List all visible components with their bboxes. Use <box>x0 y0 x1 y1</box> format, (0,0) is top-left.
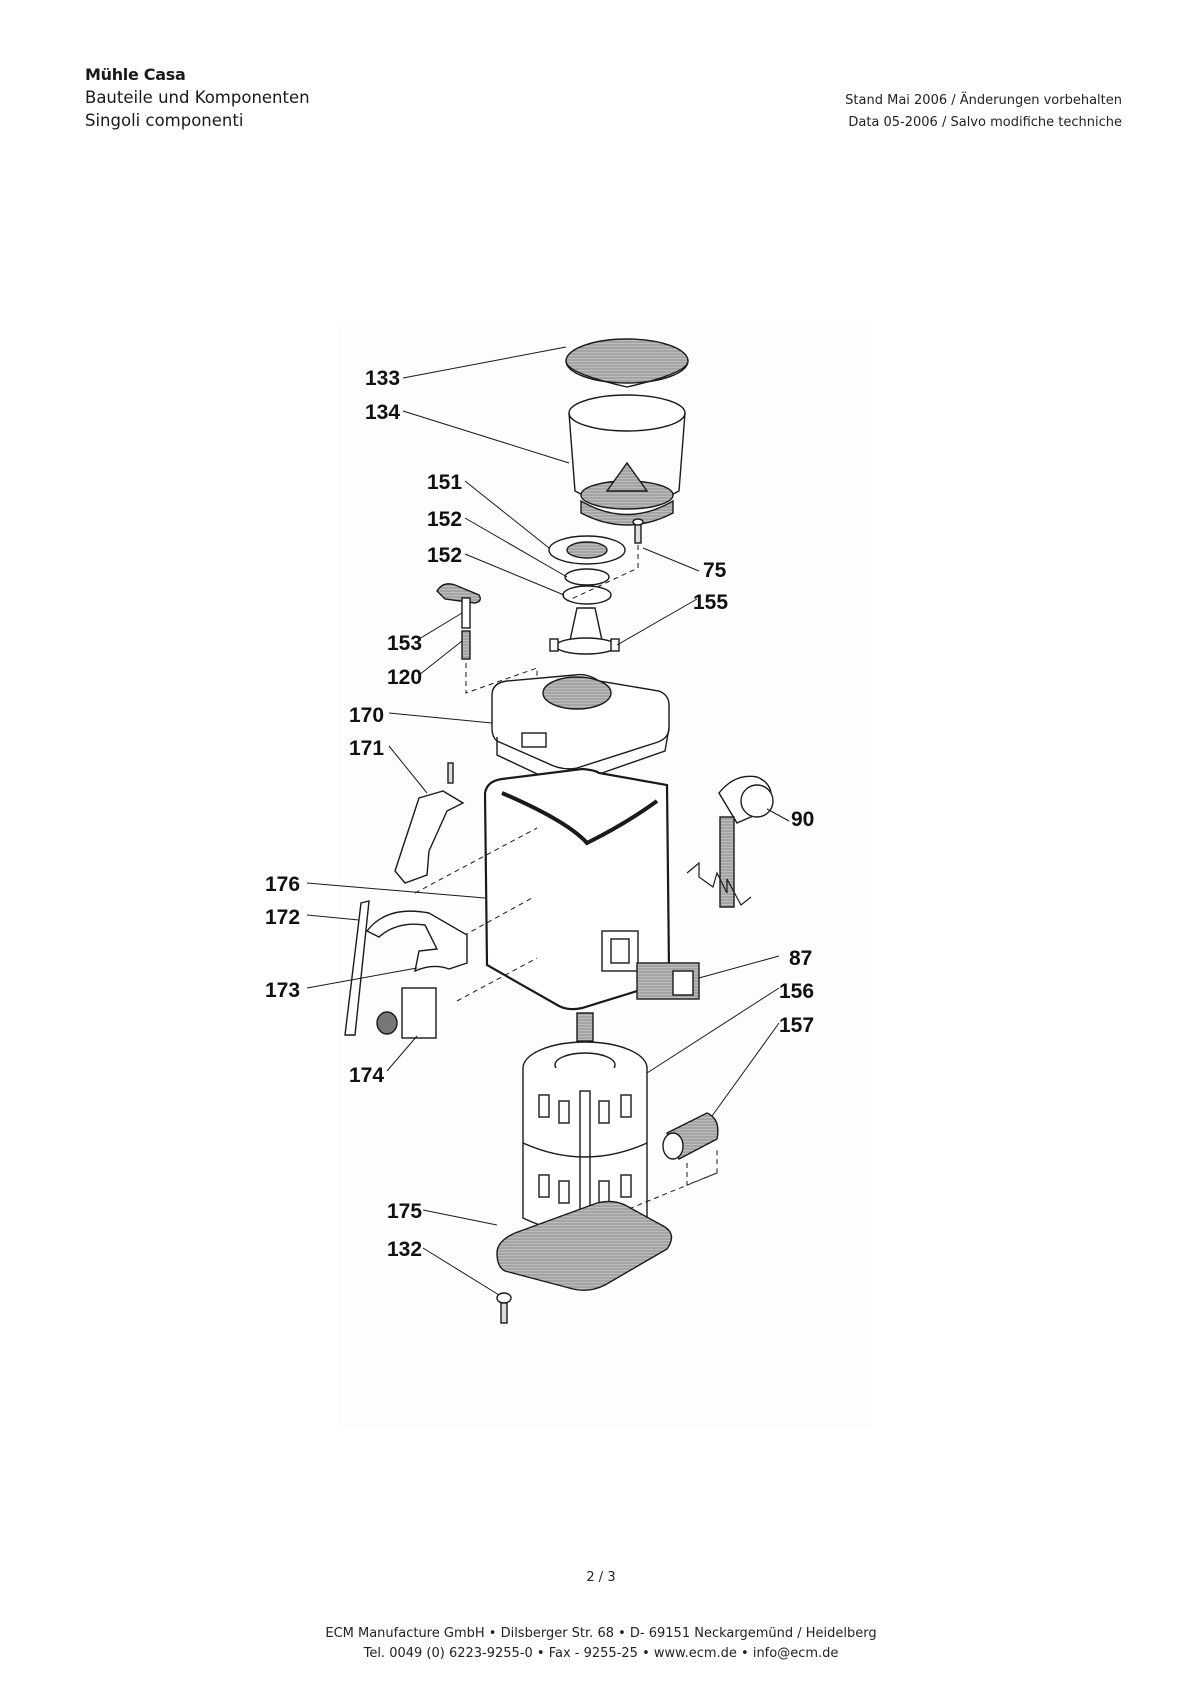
company-footer: ECM Manufacture GmbH • Dilsberger Str. 6… <box>0 1624 1202 1664</box>
document-header: Mühle Casa Bauteile und Komponenten Sing… <box>85 63 310 132</box>
callout-120: 120 <box>387 666 422 689</box>
callout-155: 155 <box>693 591 728 614</box>
part-ring-upper <box>564 568 610 586</box>
callout-75: 75 <box>703 559 727 582</box>
part-burr-carrier <box>548 535 626 565</box>
part-bracket-171 <box>394 762 465 884</box>
callout-151: 151 <box>427 471 462 494</box>
revision-italian: Data 05-2006 / Salvo modifiche techniche <box>848 115 1122 130</box>
callout-134: 134 <box>365 401 400 424</box>
page-number: 2 / 3 <box>586 1570 616 1585</box>
callout-175: 175 <box>387 1200 422 1223</box>
callout-156: 156 <box>779 980 814 1003</box>
part-motor <box>522 1012 648 1234</box>
subtitle-italian: Singoli componenti <box>85 111 244 130</box>
callout-171: 171 <box>349 737 384 760</box>
part-foot-screw <box>496 1292 512 1324</box>
part-hopper <box>568 394 686 526</box>
footer-contact: Tel. 0049 (0) 6223-9255-0 • Fax - 9255-2… <box>363 1646 839 1661</box>
callout-90: 90 <box>791 808 814 831</box>
part-lid <box>565 338 689 388</box>
part-lever-173 <box>365 910 468 973</box>
callout-133: 133 <box>365 367 400 390</box>
footer-address: ECM Manufacture GmbH • Dilsberger Str. 6… <box>325 1626 877 1641</box>
callout-170: 170 <box>349 704 384 727</box>
part-rocker-switch <box>636 962 700 1000</box>
part-top-housing <box>491 673 670 784</box>
part-power-plug <box>686 775 774 908</box>
part-cone-155 <box>549 607 620 655</box>
part-strip-172 <box>344 900 370 1036</box>
part-screw-75 <box>566 518 644 602</box>
callout-174: 174 <box>349 1064 384 1087</box>
callout-87: 87 <box>789 947 812 970</box>
exploded-parts-diagram: 133 134 151 152 152 75 155 153 120 170 1… <box>265 323 872 1428</box>
part-adjust-lever <box>436 583 482 629</box>
callout-132: 132 <box>387 1238 422 1261</box>
callout-152-lower: 152 <box>427 544 462 567</box>
callout-152-upper: 152 <box>427 508 462 531</box>
part-ring-lower <box>562 585 612 605</box>
revision-german: Stand Mai 2006 / Änderungen vorbehalten <box>845 93 1122 108</box>
callout-173: 173 <box>265 979 300 1002</box>
leader-lines <box>306 346 790 1296</box>
diagram-drawing: 133 134 151 152 152 75 155 153 120 170 1… <box>265 338 814 1324</box>
document-title: Mühle Casa <box>85 65 186 84</box>
callout-172: 172 <box>265 906 300 929</box>
part-microswitch <box>376 987 437 1039</box>
callout-176: 176 <box>265 873 300 896</box>
subtitle-german: Bauteile und Komponenten <box>85 88 310 107</box>
callout-153: 153 <box>387 632 422 655</box>
revision-note: Stand Mai 2006 / Änderungen vorbehalten … <box>845 90 1122 134</box>
part-base-plate <box>496 1200 673 1292</box>
part-capacitor <box>598 1112 719 1222</box>
callout-157: 157 <box>779 1014 814 1037</box>
